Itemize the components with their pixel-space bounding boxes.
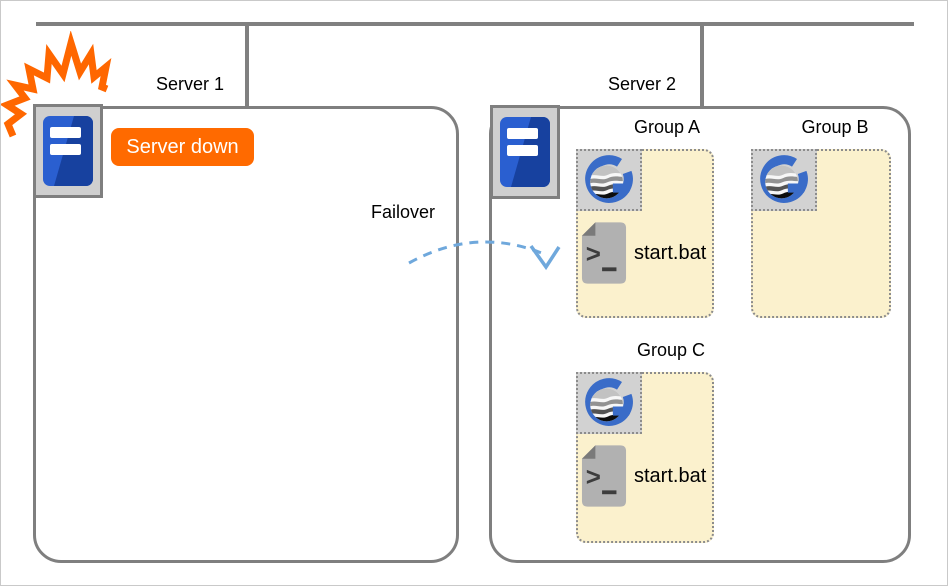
server-tower-icon xyxy=(493,108,557,196)
server2-label: Server 2 xyxy=(607,74,677,94)
group-c-app-icon-cell xyxy=(576,372,642,434)
script-filename: start.bat xyxy=(634,241,707,264)
g-globe-logo-icon xyxy=(582,376,636,430)
batch-file-icon xyxy=(581,445,627,507)
group-a-script-item: start.bat xyxy=(581,221,706,285)
failover-arrow-icon xyxy=(408,240,561,271)
g-globe-logo-icon xyxy=(757,153,811,207)
server1-label: Server 1 xyxy=(155,74,225,94)
batch-file-icon xyxy=(581,222,627,284)
failover-label: Failover xyxy=(370,202,436,222)
server2-network-link-line xyxy=(700,24,704,108)
server2-icon xyxy=(490,105,560,199)
script-filename: start.bat xyxy=(634,464,707,487)
group-c-label: Group C xyxy=(636,340,706,360)
server1-box xyxy=(33,106,459,563)
group-c-box: start.bat xyxy=(576,372,714,543)
network-backbone-line xyxy=(36,22,914,26)
group-b-box xyxy=(751,149,891,318)
group-a-app-icon-cell xyxy=(576,149,642,211)
group-c-script-item: start.bat xyxy=(581,444,706,508)
explosion-icon xyxy=(1,31,112,138)
server-down-badge: Server down xyxy=(111,128,254,166)
server1-icon xyxy=(33,104,103,198)
group-a-box: start.bat xyxy=(576,149,714,318)
group-b-app-icon-cell xyxy=(751,149,817,211)
group-b-label: Group B xyxy=(801,117,869,137)
server1-network-link-line xyxy=(245,24,249,108)
group-a-label: Group A xyxy=(633,117,701,137)
g-globe-logo-icon xyxy=(582,153,636,207)
